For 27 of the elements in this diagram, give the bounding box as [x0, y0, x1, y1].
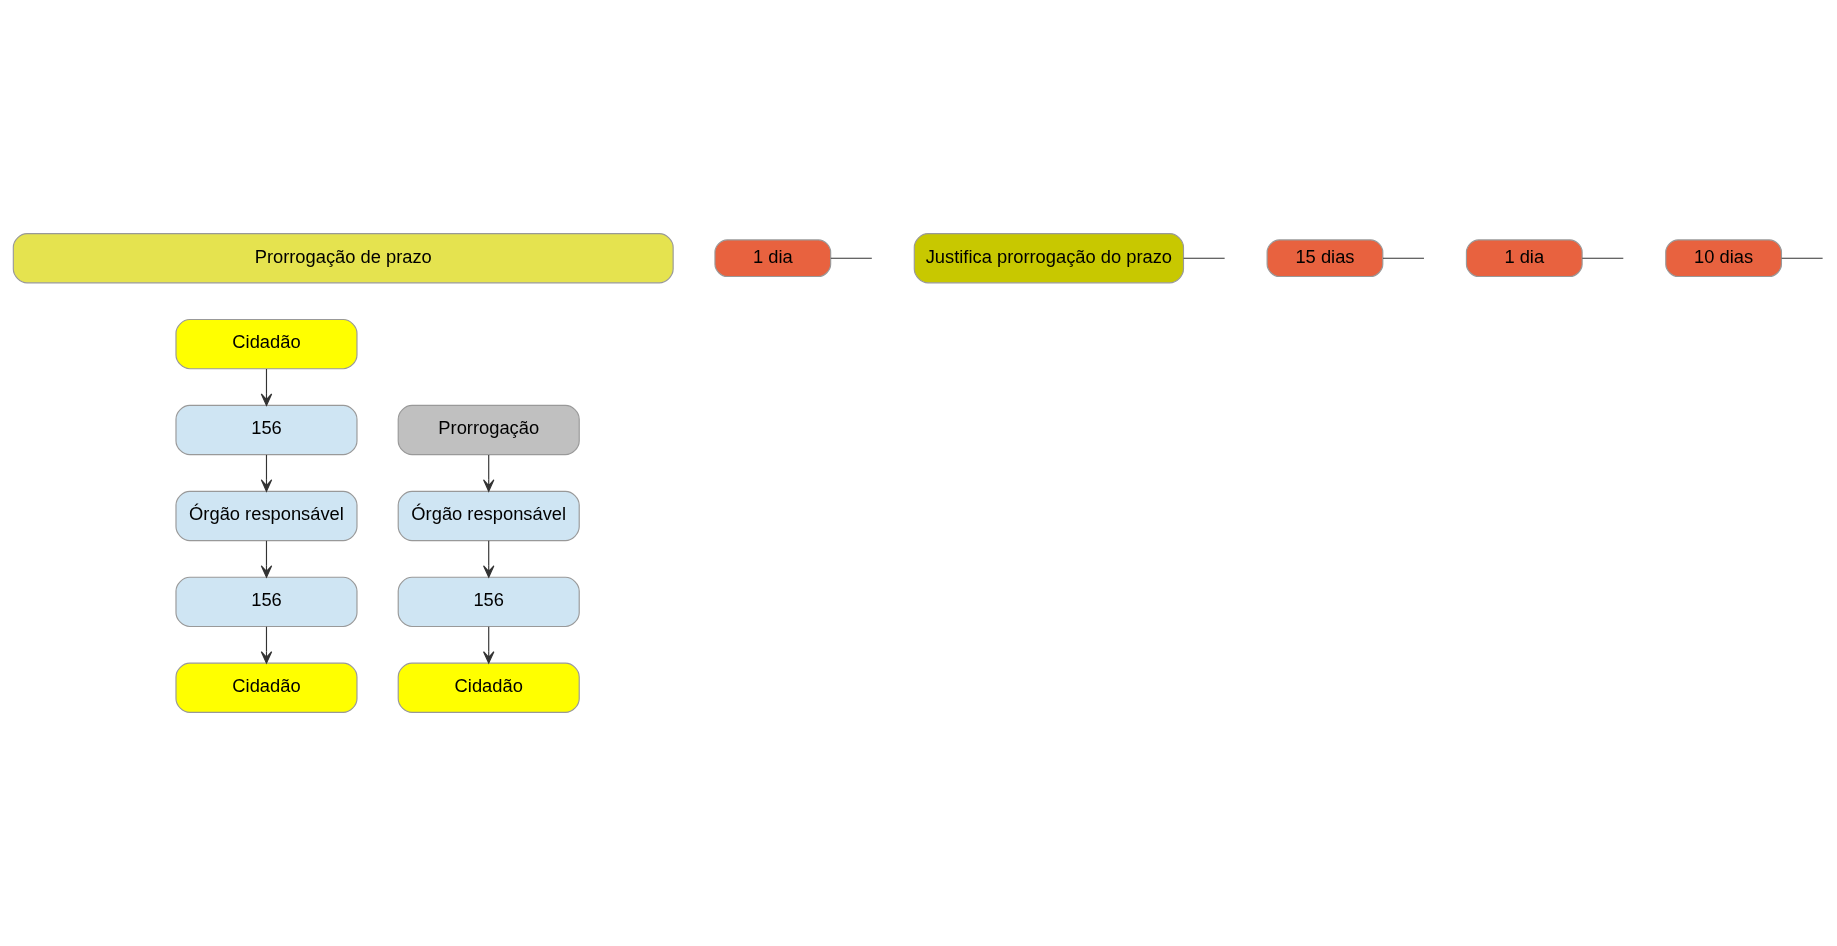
node-box: Prorrogação: [397, 404, 580, 456]
node-box: Cidadão: [175, 318, 358, 370]
node-box: Justifica prorrogação do prazo: [913, 233, 1185, 284]
node-box: Prorrogação de prazo: [12, 233, 674, 284]
arrow: [260, 368, 273, 406]
arrow: [483, 540, 495, 578]
node-box: 156: [397, 576, 580, 628]
arrow: [260, 540, 273, 578]
arrow: [483, 626, 495, 664]
node-box: 1 dia: [714, 239, 832, 278]
connector: [1581, 257, 1624, 259]
connector: [1382, 257, 1425, 259]
node-box: Cidadão: [397, 662, 580, 713]
node-box: 10 dias: [1665, 239, 1783, 278]
connector: [1781, 257, 1824, 259]
connector: [1183, 257, 1226, 259]
arrow: [260, 454, 273, 492]
node-box: 156: [175, 404, 358, 456]
node-box: Órgão responsável: [397, 490, 580, 542]
node-box: 15 dias: [1266, 239, 1384, 278]
node-box: Cidadão: [175, 662, 358, 713]
node-box: 1 dia: [1465, 239, 1583, 278]
connector: [830, 257, 873, 259]
arrow: [260, 626, 273, 664]
node-box: 156: [175, 576, 358, 628]
node-box: Órgão responsável: [175, 490, 358, 542]
arrow: [483, 454, 495, 492]
